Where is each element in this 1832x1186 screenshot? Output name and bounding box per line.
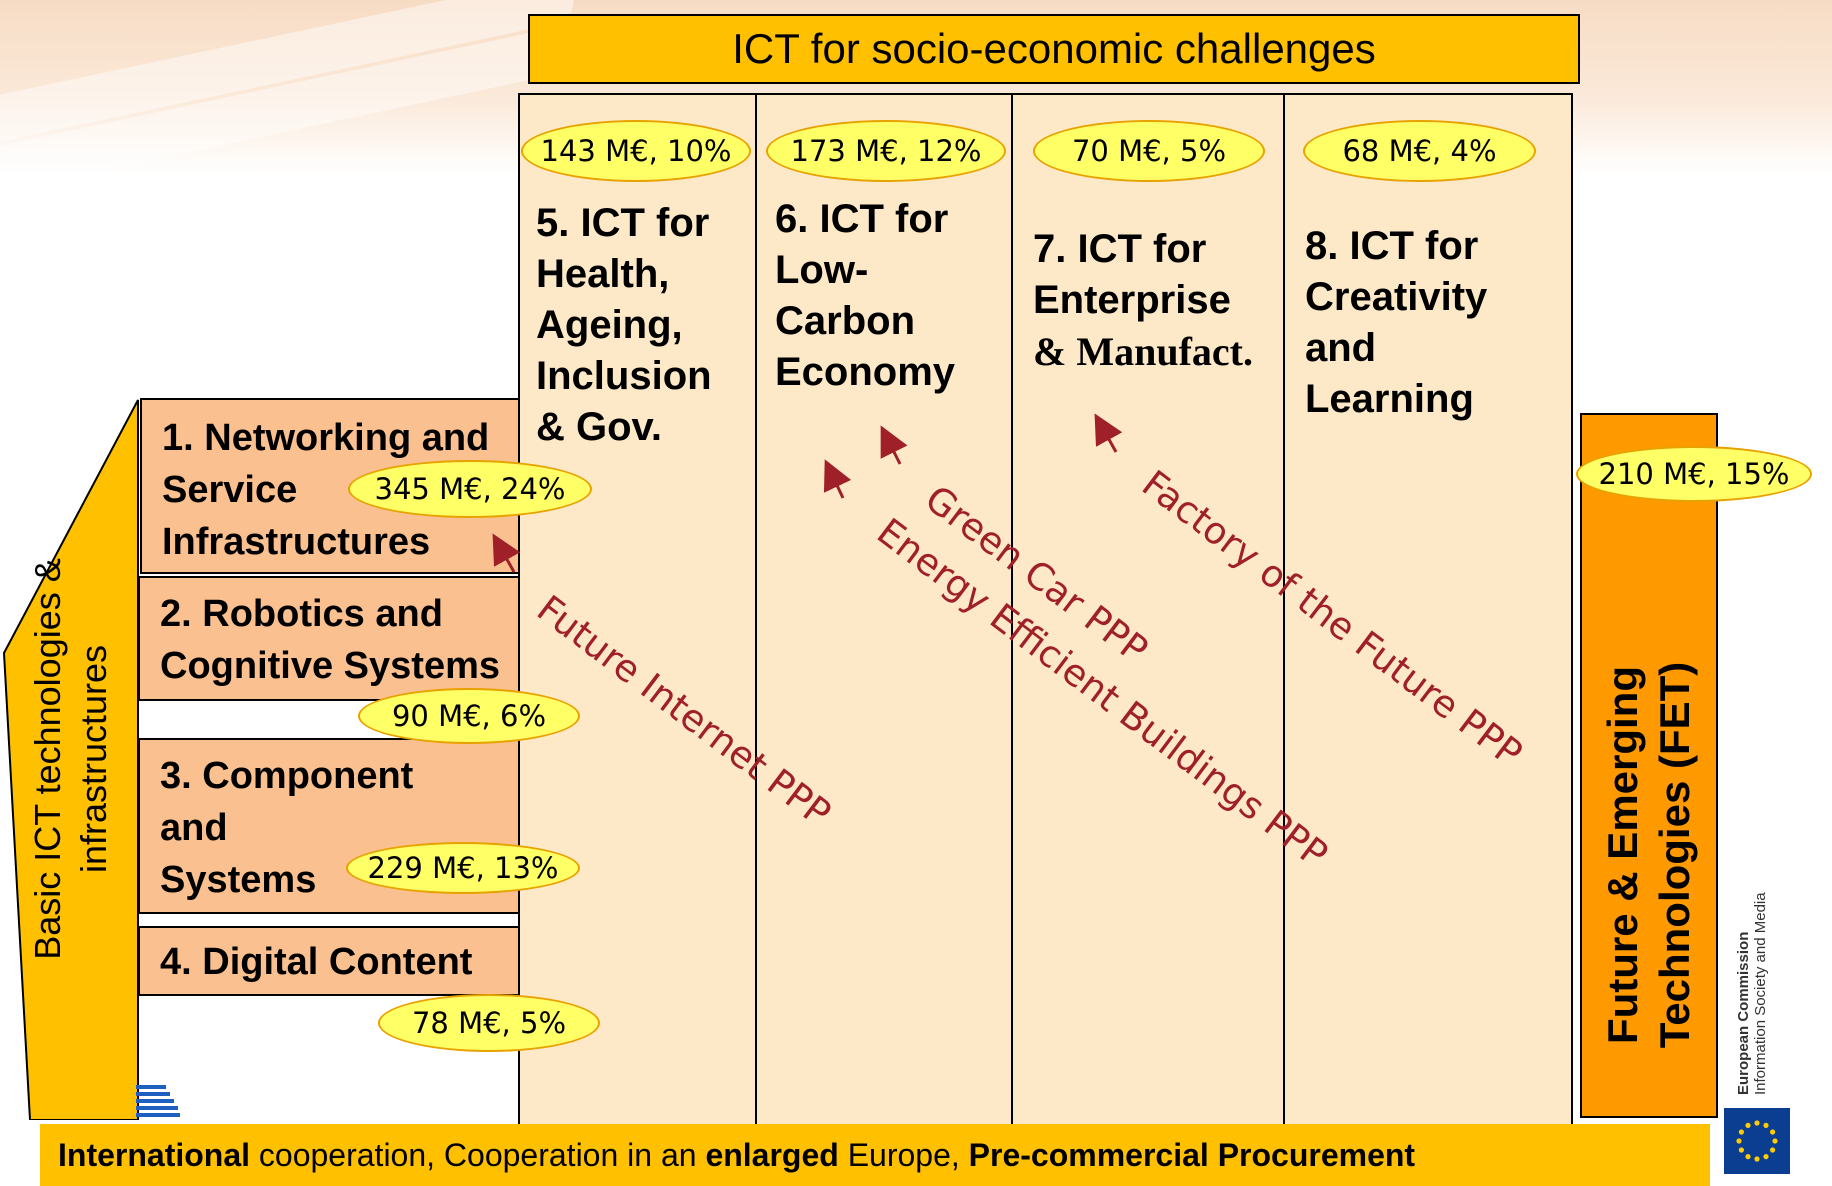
box-digital-content: 4. Digital Content	[138, 926, 520, 996]
heading-line: 8. ICT for	[1305, 224, 1479, 268]
ec-line: European Commission	[1735, 931, 1752, 1095]
heading-line: Carbon	[775, 299, 915, 343]
heading-line: 6. ICT for	[775, 197, 949, 241]
box-components: 3. Component and Systems	[138, 738, 520, 914]
column-ict-creativity	[1283, 93, 1573, 1126]
footer-text: Europe,	[838, 1136, 969, 1173]
budget-label: 70 M€, 5%	[1071, 134, 1227, 168]
footer-bold: Pre-commercial Procurement	[968, 1136, 1416, 1173]
footer-text: cooperation, Cooperation in an	[250, 1136, 706, 1173]
green-car-arrow	[880, 425, 908, 465]
heading-line: & Manufact.	[1033, 329, 1253, 374]
column-heading-health: 5. ICT for Health, Ageing, Inclusion & G…	[536, 198, 712, 453]
fet-box	[1580, 413, 1718, 1118]
box-title: 1. Networking and Service Infrastructure…	[162, 412, 489, 568]
factory-future-arrow	[1094, 413, 1123, 453]
box-line: Service	[162, 469, 298, 511]
box-line: 3. Component	[160, 755, 414, 797]
heading-line: 7. ICT for	[1033, 227, 1207, 271]
budget-oval: 345 M€, 24%	[348, 460, 592, 518]
heading-line: Creativity	[1305, 275, 1488, 319]
budget-oval: 173 M€, 12%	[766, 120, 1006, 182]
budget-label: 143 M€, 10%	[540, 134, 732, 168]
european-commission-logo-text: European Commission Information Society …	[1722, 875, 1782, 1095]
heading-line: 5. ICT for	[536, 201, 710, 245]
budget-label: 229 M€, 13%	[367, 851, 559, 885]
budget-label: 345 M€, 24%	[374, 472, 566, 506]
future-internet-arrow	[492, 533, 521, 573]
budget-label: 210 M€, 15%	[1598, 457, 1790, 491]
budget-label: 90 M€, 6%	[391, 699, 547, 733]
budget-label: 173 M€, 12%	[790, 134, 982, 168]
heading-line: and	[1305, 326, 1377, 370]
socio-economic-challenges-banner: ICT for socio-economic challenges	[528, 14, 1580, 84]
footer-bold: International	[58, 1136, 251, 1173]
column-heading-low-carbon: 6. ICT for Low- Carbon Economy	[775, 194, 955, 398]
heading-line: Health,	[536, 252, 670, 296]
budget-oval: 143 M€, 10%	[521, 120, 751, 182]
ec-line: Information Society and Media	[1752, 892, 1769, 1095]
box-line: 4. Digital Content	[160, 941, 473, 983]
cooperation-banner: International cooperation, Cooperation i…	[40, 1124, 1710, 1186]
box-title: 4. Digital Content	[160, 936, 472, 988]
budget-oval: 68 M€, 4%	[1303, 120, 1536, 182]
heading-line: Ageing,	[536, 303, 683, 347]
heading-line: Inclusion	[536, 354, 712, 398]
box-robotics: 2. Robotics and Cognitive Systems	[138, 576, 520, 701]
budget-oval: 229 M€, 13%	[346, 842, 580, 894]
stripes-icon	[136, 1085, 180, 1117]
heading-line: Enterprise	[1033, 278, 1231, 322]
eu-flag-icon	[1724, 1108, 1790, 1174]
box-title: 3. Component and Systems	[160, 750, 413, 906]
budget-oval: 78 M€, 5%	[378, 994, 600, 1052]
column-heading-enterprise: 7. ICT for Enterprise & Manufact.	[1033, 224, 1253, 377]
heading-line: Learning	[1305, 377, 1474, 421]
banner-title: ICT for socio-economic challenges	[732, 25, 1376, 72]
budget-oval: 210 M€, 15%	[1576, 446, 1812, 502]
footer-bold: enlarged	[705, 1136, 839, 1173]
box-line: Systems	[160, 859, 317, 901]
budget-label: 78 M€, 5%	[411, 1006, 567, 1040]
box-line: 2. Robotics and	[160, 593, 443, 635]
budget-oval: 70 M€, 5%	[1033, 120, 1265, 182]
energy-buildings-arrow	[823, 459, 852, 499]
budget-oval: 90 M€, 6%	[358, 688, 580, 744]
budget-label: 68 M€, 4%	[1342, 134, 1497, 168]
box-line: Infrastructures	[162, 521, 431, 563]
heading-line: Low-	[775, 248, 869, 292]
heading-line: & Gov.	[536, 405, 662, 449]
box-line: Cognitive Systems	[160, 645, 500, 687]
box-line: 1. Networking and	[162, 417, 490, 459]
heading-line: Economy	[775, 350, 956, 394]
box-title: 2. Robotics and Cognitive Systems	[160, 588, 500, 692]
column-heading-creativity: 8. ICT for Creativity and Learning	[1305, 221, 1487, 425]
basic-ict-arrow-shape	[2, 399, 139, 1120]
box-line: and	[160, 807, 228, 849]
